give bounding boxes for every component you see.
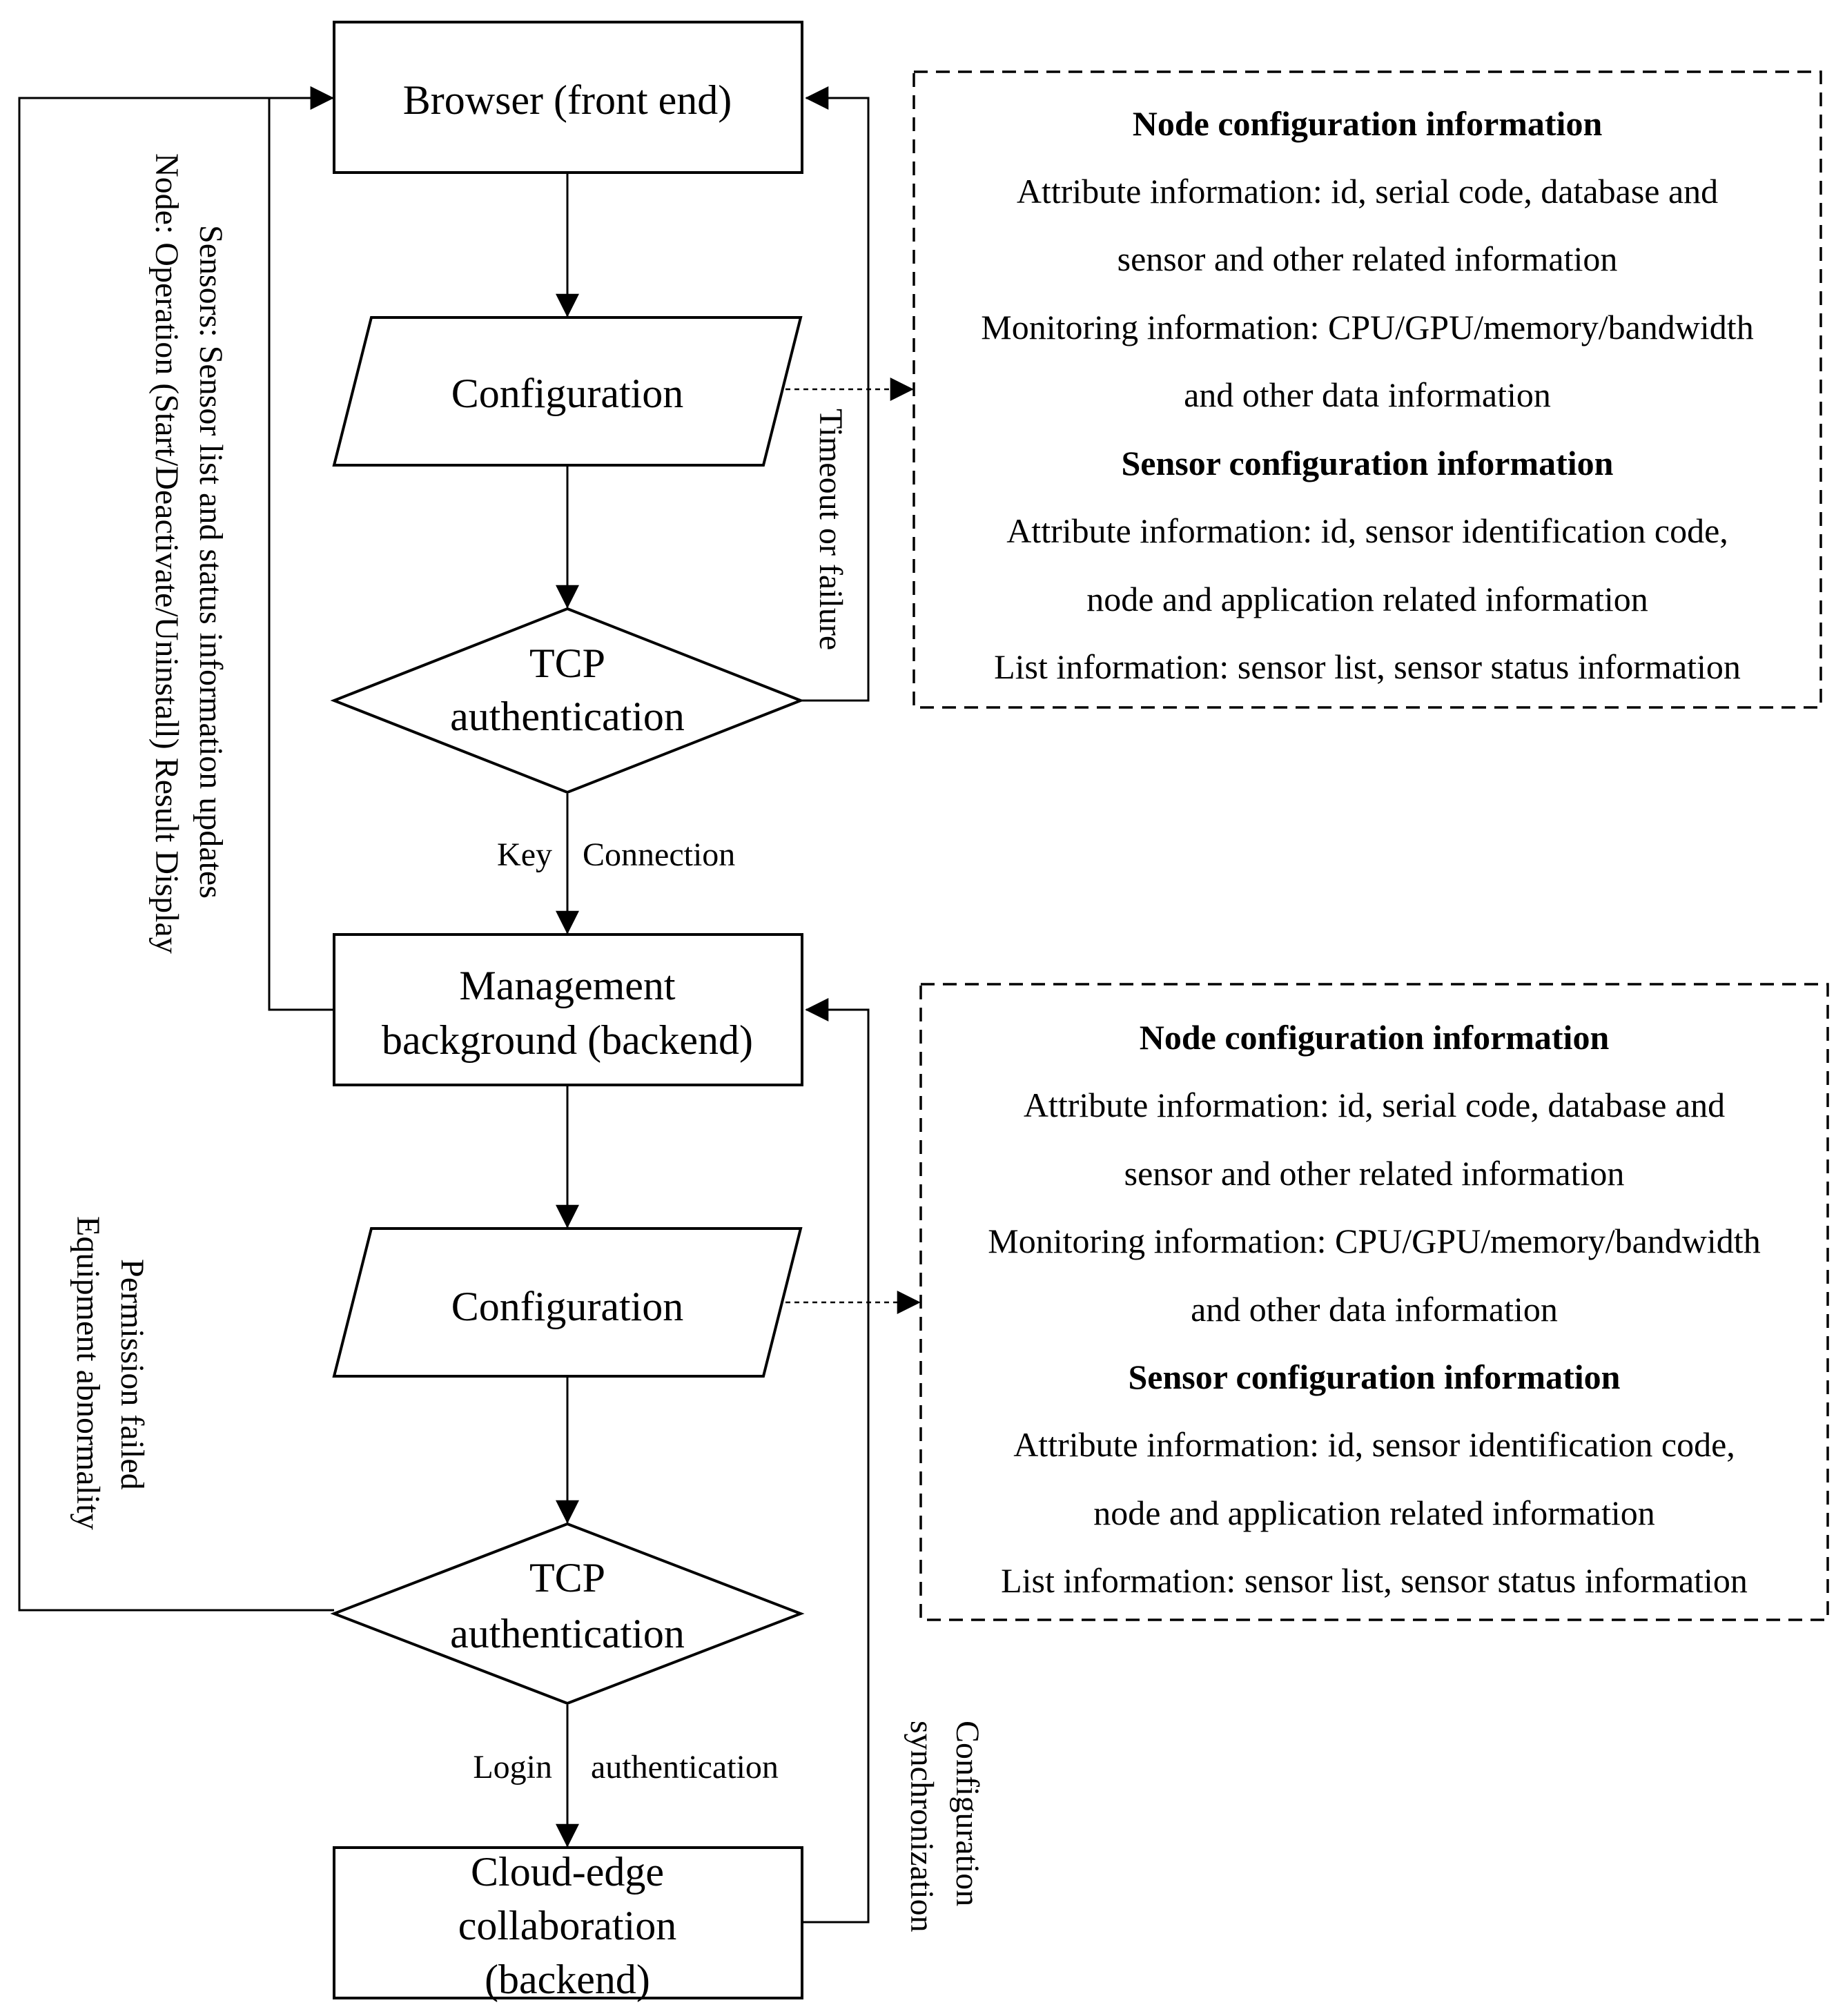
permission-feedback-line	[18, 86, 334, 1612]
tcp-label-top-line1: TCP	[529, 640, 605, 686]
info-bottom-line-a4: and other data information	[1191, 1290, 1558, 1329]
info-bottom-line-a2: sensor and other related information	[1124, 1154, 1625, 1193]
sensors-feedback-label-line1: Sensors: Sensor list and status informat…	[193, 225, 229, 899]
info-top-line-b2: node and application related information	[1086, 580, 1648, 618]
cloud-edge-label-line2: collaboration	[458, 1903, 677, 1948]
edge-label-key: Key	[497, 836, 552, 873]
configuration-label-bottom: Configuration	[451, 1284, 684, 1329]
info-bottom-sensor-heading: Sensor configuration information	[1129, 1358, 1621, 1396]
config-info-box-bottom: Node configuration information Attribute…	[919, 983, 1829, 1621]
tcp-authentication-node-top: TCP authentication	[330, 607, 805, 794]
edge-label-timeout: Timeout or failure	[812, 409, 849, 650]
cloud-edge-node: Cloud-edge collaboration (backend)	[333, 1846, 803, 2002]
management-label-line1: Management	[459, 963, 676, 1008]
info-bottom-line-b3: List information: sensor list, sensor st…	[1001, 1561, 1748, 1600]
timeout-feedback-line	[801, 86, 870, 702]
info-top-sensor-heading: Sensor configuration information	[1122, 444, 1614, 482]
info-bottom-line-b1: Attribute information: id, sensor identi…	[1013, 1425, 1735, 1464]
tcp-authentication-node-bottom: TCP authentication	[330, 1522, 805, 1705]
configuration-node-top: Configuration	[332, 316, 803, 467]
info-top-line-a1: Attribute information: id, serial code, …	[1017, 172, 1718, 211]
info-bottom-node-heading: Node configuration information	[1140, 1018, 1610, 1057]
edge-label-config-sync-line2: synchronization	[904, 1721, 940, 1932]
sensors-feedback-label-line2: Node: Operation (Start/Deactivate/Uninst…	[148, 153, 185, 954]
tcp-label-top-line2: authentication	[450, 694, 685, 739]
info-top-line-a2: sensor and other related information	[1117, 239, 1618, 278]
info-top-line-b1: Attribute information: id, sensor identi…	[1006, 511, 1728, 550]
permission-feedback-label-line2: Equipment abnormality	[70, 1216, 106, 1530]
sensors-feedback-line	[268, 86, 334, 1011]
info-bottom-line-b2: node and application related information	[1093, 1494, 1655, 1532]
info-bottom-line-a3: Monitoring information: CPU/GPU/memory/b…	[988, 1222, 1760, 1260]
info-top-line-a4: and other data information	[1184, 375, 1551, 414]
cloud-edge-label-line1: Cloud-edge	[471, 1849, 664, 1895]
management-node: Management background (backend)	[333, 933, 803, 1086]
info-top-line-a3: Monitoring information: CPU/GPU/memory/b…	[981, 308, 1753, 346]
management-label-line2: background (backend)	[382, 1017, 753, 1063]
info-bottom-line-a1: Attribute information: id, serial code, …	[1024, 1086, 1725, 1124]
info-top-node-heading: Node configuration information	[1133, 104, 1603, 143]
configuration-node-bottom: Configuration	[332, 1227, 803, 1378]
config-sync-line	[801, 998, 870, 1924]
info-top-line-b3: List information: sensor list, sensor st…	[994, 647, 1741, 686]
permission-feedback-label-line1: Permission failed	[114, 1259, 150, 1490]
cloud-edge-label-line3: (backend)	[485, 1957, 650, 2002]
configuration-label-top: Configuration	[451, 371, 684, 416]
browser-label: Browser (front end)	[403, 77, 732, 123]
config-info-box-top: Node configuration information Attribute…	[912, 70, 1822, 709]
tcp-label-bottom-line2: authentication	[450, 1611, 685, 1656]
edge-label-connection: Connection	[583, 836, 735, 873]
edge-label-config-sync-line1: Configuration	[949, 1721, 986, 1906]
edge-label-login: Login	[473, 1749, 552, 1785]
tcp-label-bottom-line1: TCP	[529, 1555, 605, 1601]
edge-label-authentication: authentication	[591, 1749, 779, 1785]
browser-node: Browser (front end)	[333, 21, 803, 174]
